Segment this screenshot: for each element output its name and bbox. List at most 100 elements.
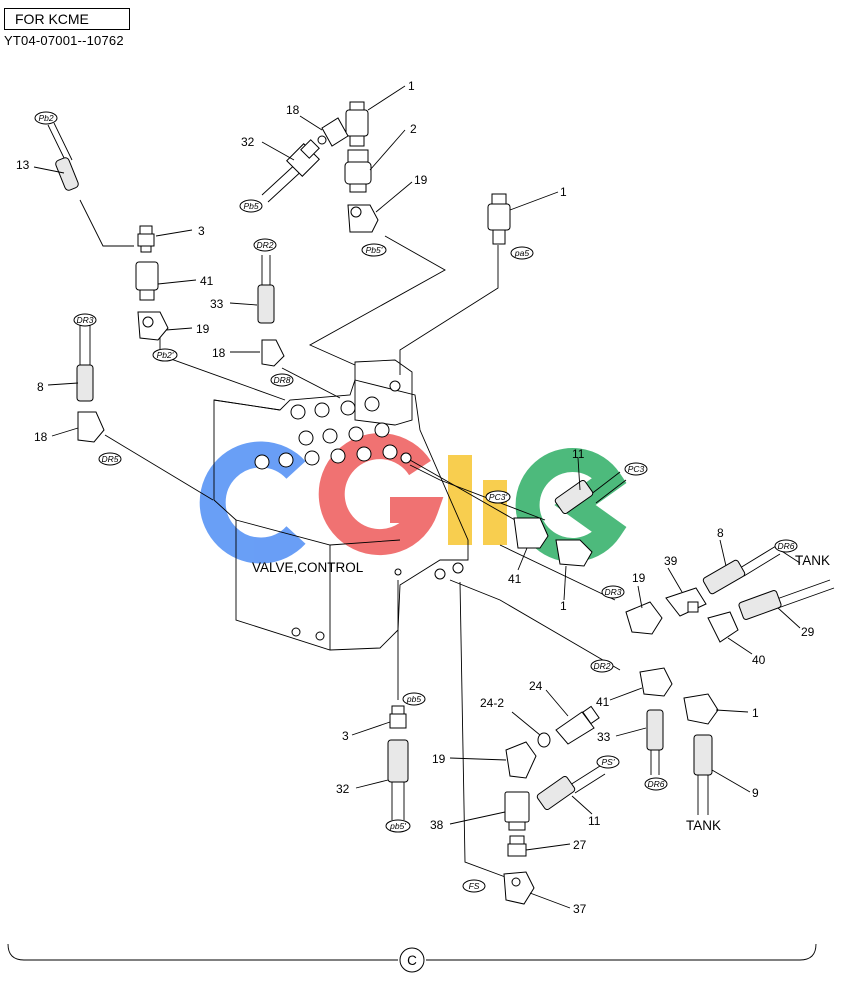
tag-pc3: PC3 bbox=[624, 462, 648, 476]
tag-pb5-lower: pb5 bbox=[402, 692, 426, 706]
tank-label-bottom: TANK bbox=[686, 818, 721, 833]
tag-fs: FS bbox=[462, 879, 486, 893]
tag-dr6-lower: DR6 bbox=[644, 777, 668, 791]
hose-13 bbox=[47, 122, 79, 191]
callout-9: 9 bbox=[752, 786, 759, 800]
callout-27: 27 bbox=[573, 838, 587, 852]
connection-lines bbox=[79, 199, 621, 879]
callout-18-mid: 18 bbox=[212, 346, 226, 360]
callout-24-2: 24-2 bbox=[480, 696, 504, 710]
hose-9 bbox=[693, 734, 713, 815]
hose-33-left bbox=[257, 255, 275, 324]
fitting-41-left bbox=[135, 261, 159, 301]
svg-text:DR3: DR3 bbox=[76, 315, 93, 325]
elbow-19-left bbox=[137, 311, 169, 341]
switch-37 bbox=[503, 871, 535, 905]
fitting-18-left bbox=[77, 411, 105, 443]
callout-13: 13 bbox=[16, 158, 30, 172]
svg-text:DR6: DR6 bbox=[777, 541, 794, 551]
hose-11-top bbox=[554, 471, 627, 515]
fitting-18-mid bbox=[261, 339, 285, 367]
callout-19-top: 19 bbox=[414, 173, 428, 187]
tank-label-top: TANK bbox=[795, 553, 830, 568]
svg-text:pb5': pb5' bbox=[389, 821, 406, 831]
svg-text:PC3: PC3 bbox=[628, 464, 645, 474]
svg-text:pb5: pb5 bbox=[406, 694, 421, 704]
callout-24: 24 bbox=[529, 679, 543, 693]
tag-dr2-top: DR2 bbox=[253, 238, 277, 252]
callout-19-left: 19 bbox=[196, 322, 210, 336]
tag-dr8: DR8 bbox=[270, 373, 294, 387]
svg-text:pa5: pa5 bbox=[514, 248, 529, 258]
svg-text:PC3': PC3' bbox=[489, 492, 508, 502]
callout-8-left: 8 bbox=[37, 380, 44, 394]
svg-text:DR2: DR2 bbox=[256, 240, 273, 250]
hose-11-lower bbox=[536, 765, 606, 811]
fitting-41-lower bbox=[639, 667, 673, 697]
hose-33-right bbox=[646, 709, 664, 775]
tag-dr2-right: DR2 bbox=[590, 659, 614, 673]
svg-text:Pb2': Pb2' bbox=[157, 350, 174, 360]
fitting-1-pa5 bbox=[487, 193, 511, 245]
callout-38: 38 bbox=[430, 818, 444, 832]
callout-32-lower: 32 bbox=[336, 782, 350, 796]
svg-text:DR8: DR8 bbox=[273, 375, 290, 385]
tag-ps-prime: PS' bbox=[596, 755, 620, 769]
fitting-27 bbox=[507, 835, 527, 857]
callout-40: 40 bbox=[752, 653, 766, 667]
watermark-letter-4 bbox=[515, 448, 627, 562]
callout-19-lower: 19 bbox=[432, 752, 446, 766]
tag-pa5: pa5 bbox=[510, 246, 534, 260]
fitting-2 bbox=[344, 149, 372, 193]
callout-33-left: 33 bbox=[210, 297, 224, 311]
callout-11-top: 11 bbox=[572, 447, 585, 461]
svg-text:Pb5: Pb5 bbox=[243, 201, 258, 211]
valve-control-label: VALVE,CONTROL bbox=[252, 560, 364, 575]
tag-dr3-right: DR3 bbox=[601, 585, 625, 599]
callout-1-lower: 1 bbox=[752, 706, 759, 720]
callout-3-lower: 3 bbox=[342, 729, 349, 743]
watermark-logo bbox=[199, 433, 627, 564]
tag-pb5-prime: Pb5' bbox=[361, 243, 387, 257]
tag-pb2-top: Pb2 bbox=[34, 111, 58, 125]
tag-pb5-top: Pb5 bbox=[239, 199, 263, 213]
elbow-19-top bbox=[347, 204, 379, 233]
callout-18-left: 18 bbox=[34, 430, 48, 444]
tag-dr3-left: DR3 bbox=[73, 313, 97, 327]
leader-lines bbox=[33, 85, 801, 909]
callout-8-right: 8 bbox=[717, 526, 724, 540]
svg-text:Pb5': Pb5' bbox=[366, 245, 383, 255]
tag-pb2-prime: Pb2' bbox=[152, 348, 178, 362]
callout-19-right: 19 bbox=[632, 571, 646, 585]
callout-41-lower: 41 bbox=[596, 695, 610, 709]
callout-33-right: 33 bbox=[597, 730, 611, 744]
fitting-1-top bbox=[345, 101, 369, 147]
watermark-letter-1 bbox=[199, 441, 306, 564]
callout-32-top: 32 bbox=[241, 135, 255, 149]
callout-11-lower: 11 bbox=[588, 814, 601, 828]
elbow-19-lower bbox=[505, 741, 537, 779]
callout-numbers: 1 18 32 2 19 1 13 3 41 19 33 18 8 18 11 … bbox=[16, 79, 815, 916]
hose-32-top bbox=[261, 139, 320, 203]
callout-18-top: 18 bbox=[286, 103, 300, 117]
callout-3-top: 3 bbox=[198, 224, 205, 238]
fitting-3-top bbox=[137, 225, 155, 253]
callout-1-right: 1 bbox=[560, 599, 567, 613]
callout-39: 39 bbox=[664, 554, 678, 568]
callout-37: 37 bbox=[573, 902, 587, 916]
svg-text:DR3: DR3 bbox=[604, 587, 621, 597]
fitting-1-right bbox=[555, 539, 593, 567]
fitting-40 bbox=[707, 611, 739, 643]
callout-1-pa5: 1 bbox=[560, 185, 567, 199]
svg-text:FS: FS bbox=[469, 881, 480, 891]
tag-dr5: DR5 bbox=[98, 452, 122, 466]
callout-2: 2 bbox=[410, 122, 417, 136]
callout-29: 29 bbox=[801, 625, 815, 639]
svg-text:Pb2: Pb2 bbox=[38, 113, 53, 123]
fitting-41-right bbox=[513, 517, 549, 549]
callout-41-right: 41 bbox=[508, 572, 522, 586]
elbow-19-right bbox=[625, 601, 663, 635]
svg-text:DR6: DR6 bbox=[647, 779, 664, 789]
callout-41-left: 41 bbox=[200, 274, 214, 288]
